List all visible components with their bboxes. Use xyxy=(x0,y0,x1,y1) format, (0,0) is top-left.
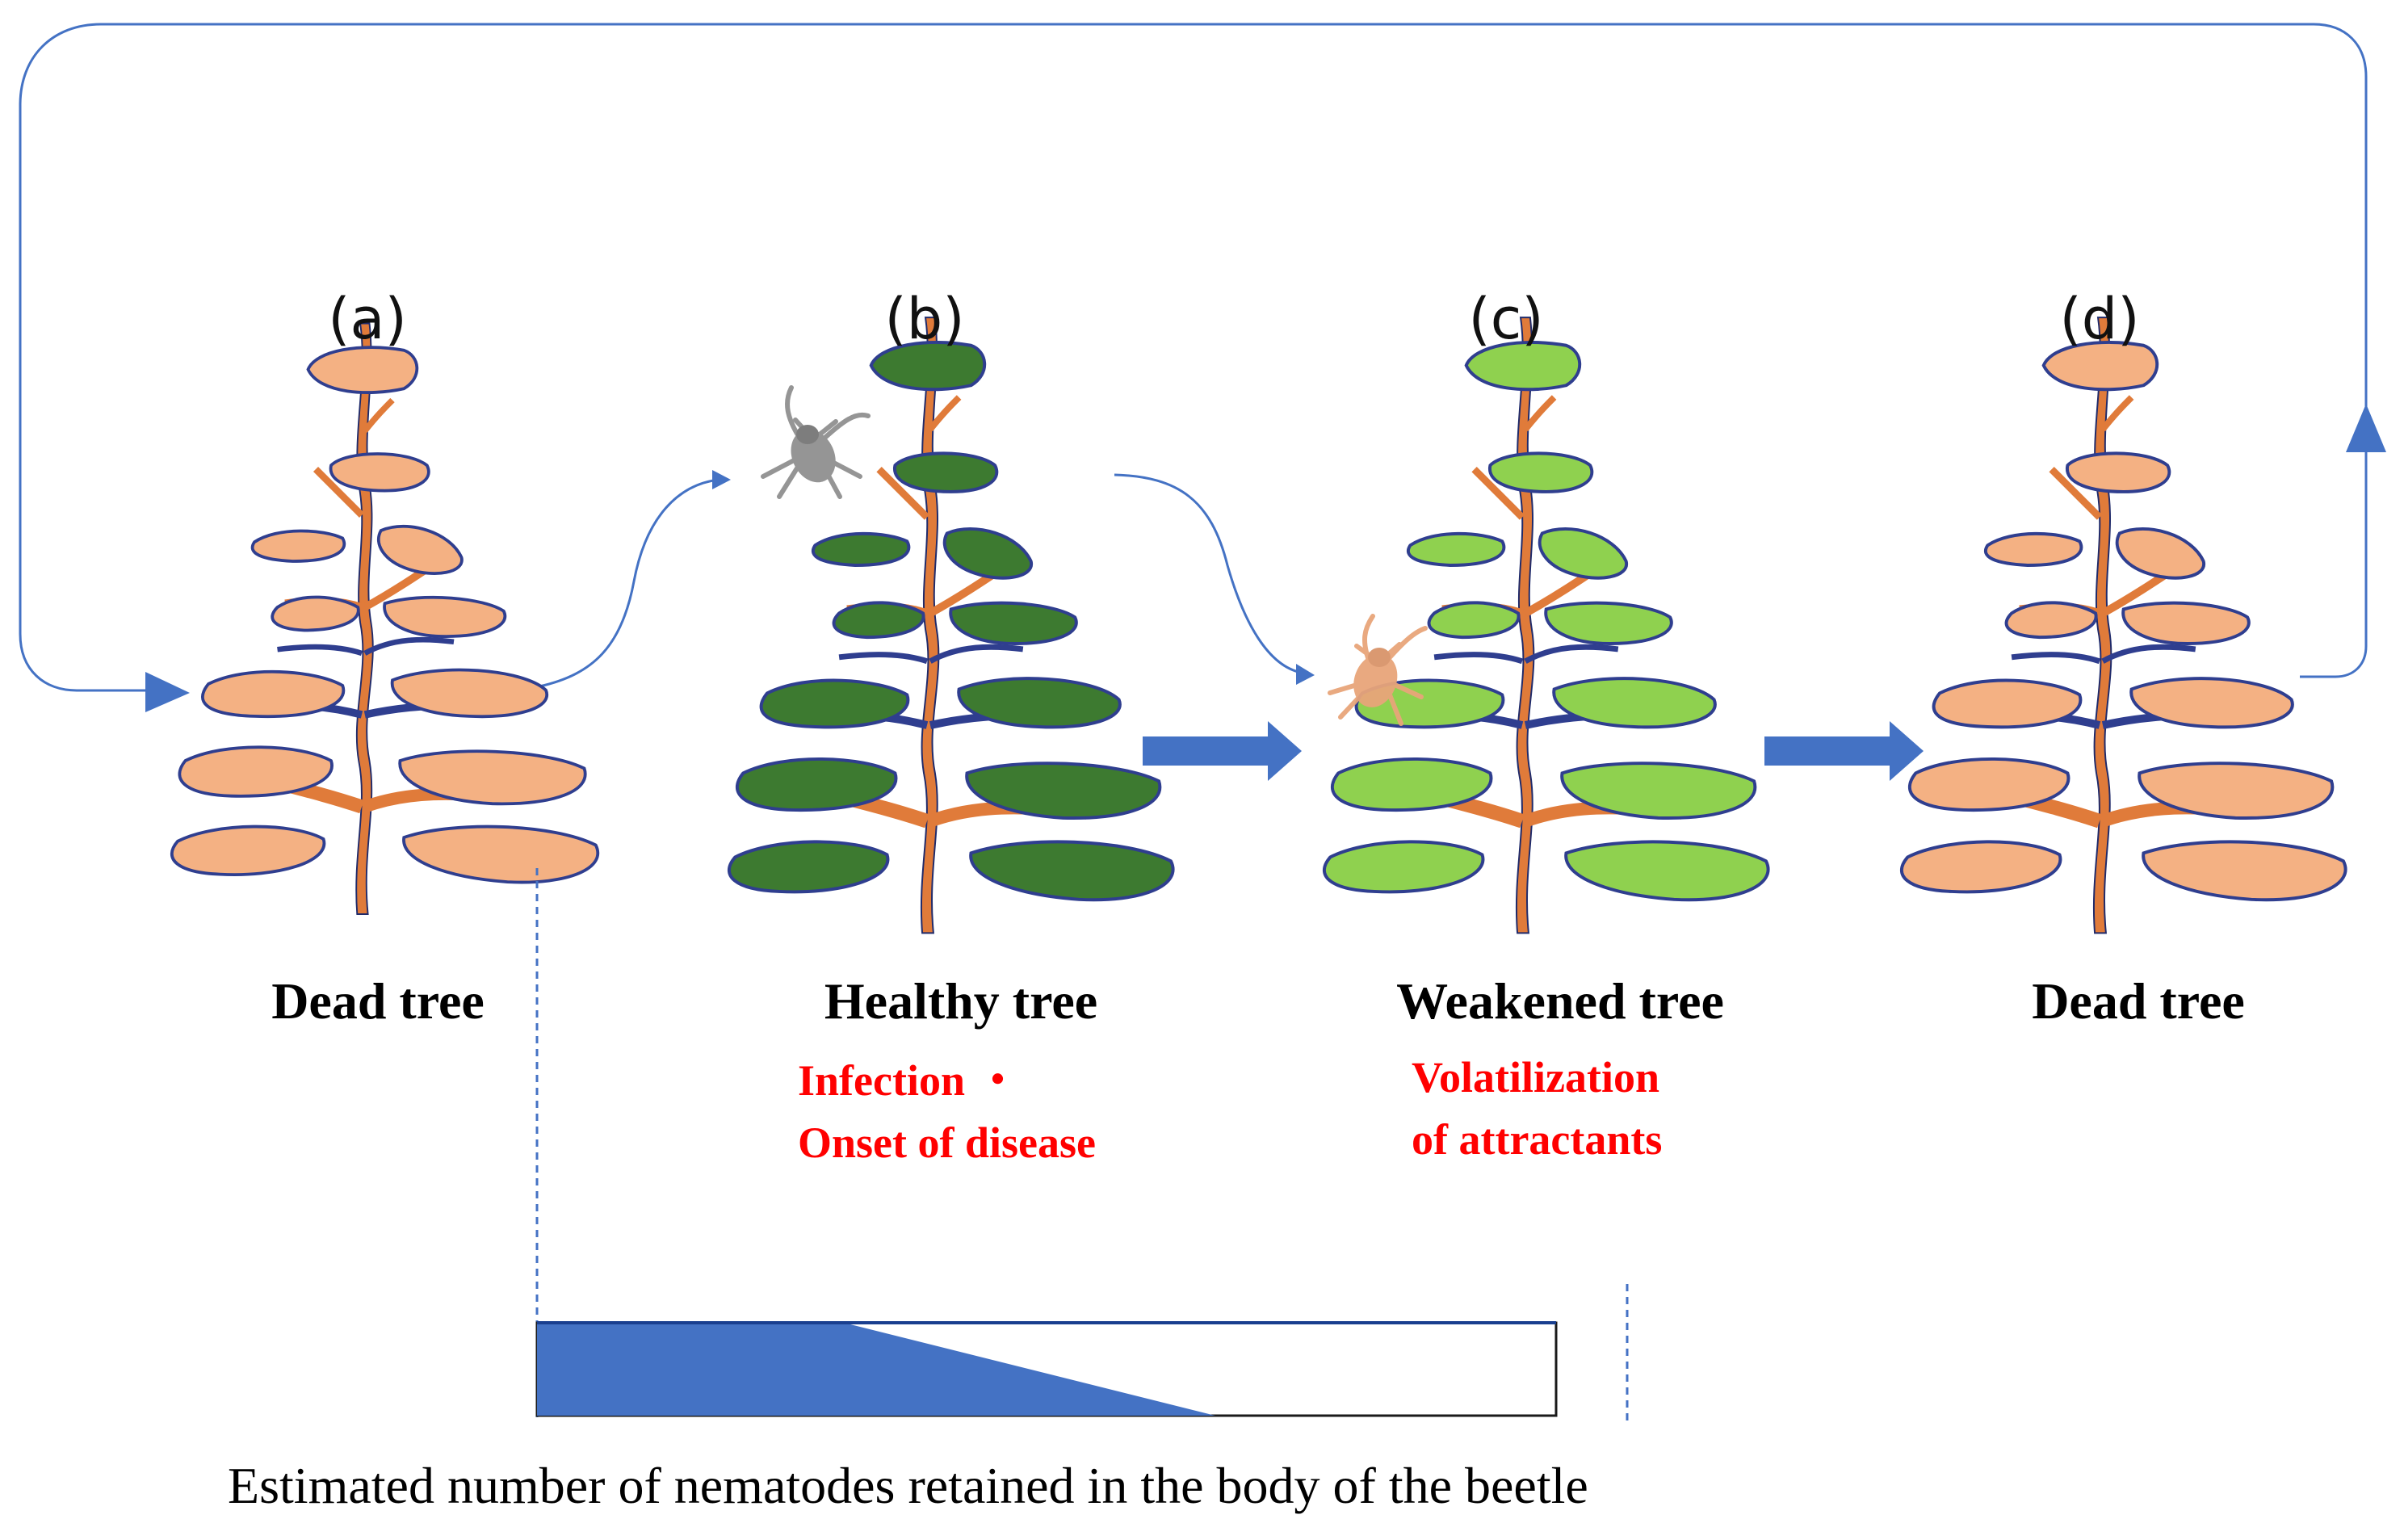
nematode-decreasing-wedge xyxy=(537,1323,1215,1416)
pine-tree-icon-d xyxy=(1899,317,2347,934)
nematode-bar-caption: Estimated number of nematodes retained i… xyxy=(228,1457,1588,1514)
pine-tree-icon-a xyxy=(170,322,599,915)
cycle-loop-line xyxy=(19,23,2368,692)
loop-arrowhead-up-icon xyxy=(2346,404,2386,452)
note-volatilization: Volatilization of attractants xyxy=(1412,1047,1662,1170)
panel-label-d: (d) xyxy=(2059,286,2140,352)
pine-sawyer-beetle-icon xyxy=(761,385,871,499)
flight-arrowhead-icon xyxy=(712,470,731,489)
note-infection-line-1: Infection ・ xyxy=(798,1056,1020,1105)
trees-layer xyxy=(170,317,2347,934)
tree-caption-c: Weakened tree xyxy=(1396,972,1724,1030)
pine-tree-icon-c xyxy=(1322,317,1770,934)
block-arrow-right-icon xyxy=(1143,721,1302,781)
note-volatilization-line-2: of attractants xyxy=(1412,1114,1663,1164)
panel-label-b: (b) xyxy=(884,286,965,352)
panel-label-c: (c) xyxy=(1468,286,1544,352)
tree-caption-a: Dead tree xyxy=(271,972,485,1030)
beetle-flight-curve-b-c xyxy=(1114,473,1303,674)
flight-arrowhead-icon xyxy=(1296,664,1315,685)
pine-sawyer-beetle-icon xyxy=(1328,614,1428,726)
beetle-flight-curve-a-b xyxy=(539,478,720,688)
tree-caption-b: Healthy tree xyxy=(824,972,1098,1030)
note-infection: Infection ・ Onset of disease xyxy=(798,1050,1096,1173)
loop-arrowhead-right-icon xyxy=(145,672,190,712)
note-volatilization-line-1: Volatilization xyxy=(1412,1053,1660,1101)
tree-caption-d: Dead tree xyxy=(2032,972,2245,1030)
pine-tree-icon-b xyxy=(727,317,1175,934)
note-infection-line-2: Onset of disease xyxy=(798,1118,1096,1167)
block-arrow-right-icon xyxy=(1764,721,1924,781)
panel-label-a: (a) xyxy=(328,286,407,352)
